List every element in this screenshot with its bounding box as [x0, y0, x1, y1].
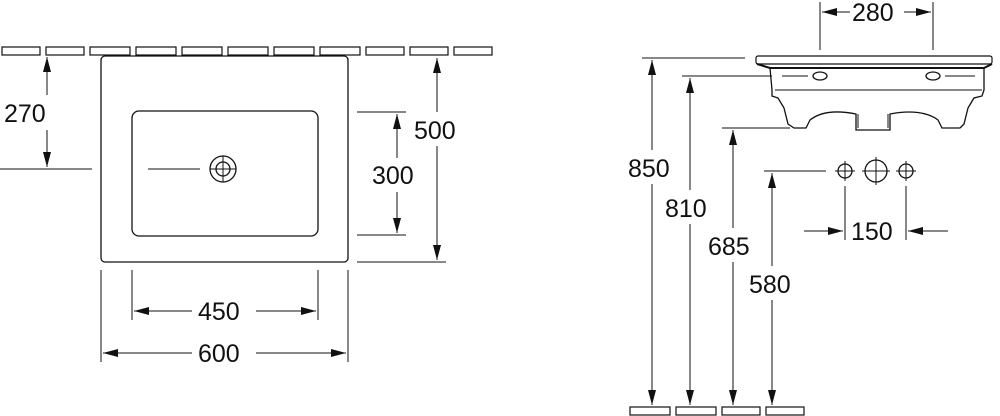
dim-300: 300 [357, 111, 414, 236]
dim-850-label: 850 [628, 155, 670, 183]
dim-150: 150 [804, 186, 948, 246]
dim-500: 500 [357, 58, 456, 263]
dim-500-label: 500 [414, 117, 456, 145]
dim-450-label: 450 [198, 298, 240, 326]
top-view: 270 500 300 450 [0, 46, 493, 368]
dim-580: 580 [749, 170, 826, 405]
dim-850: 850 [628, 57, 745, 405]
dim-450: 450 [131, 270, 319, 326]
dim-150-label: 150 [851, 218, 893, 246]
dim-280-label: 280 [852, 0, 894, 27]
dim-580-label: 580 [749, 271, 791, 299]
wall-tiles-side [755, 55, 993, 65]
drain-symbol [148, 155, 237, 183]
dim-685: 685 [708, 127, 790, 405]
dim-270-label: 270 [4, 100, 46, 128]
dim-810: 810 [665, 75, 772, 405]
dim-685-label: 685 [708, 233, 750, 261]
dim-280: 280 [819, 0, 934, 50]
dim-600: 600 [100, 270, 349, 368]
dim-810-label: 810 [665, 195, 707, 223]
wall-tiles-top [1, 46, 493, 56]
dim-300-label: 300 [372, 162, 414, 190]
dim-600-label: 600 [198, 340, 240, 368]
basin-side-profile [756, 63, 993, 131]
floor-tiles [629, 406, 805, 416]
basin-outline [100, 55, 349, 263]
side-view: 280 150 [628, 0, 993, 416]
bowl-outline [131, 110, 319, 237]
dim-270: 270 [0, 57, 92, 170]
